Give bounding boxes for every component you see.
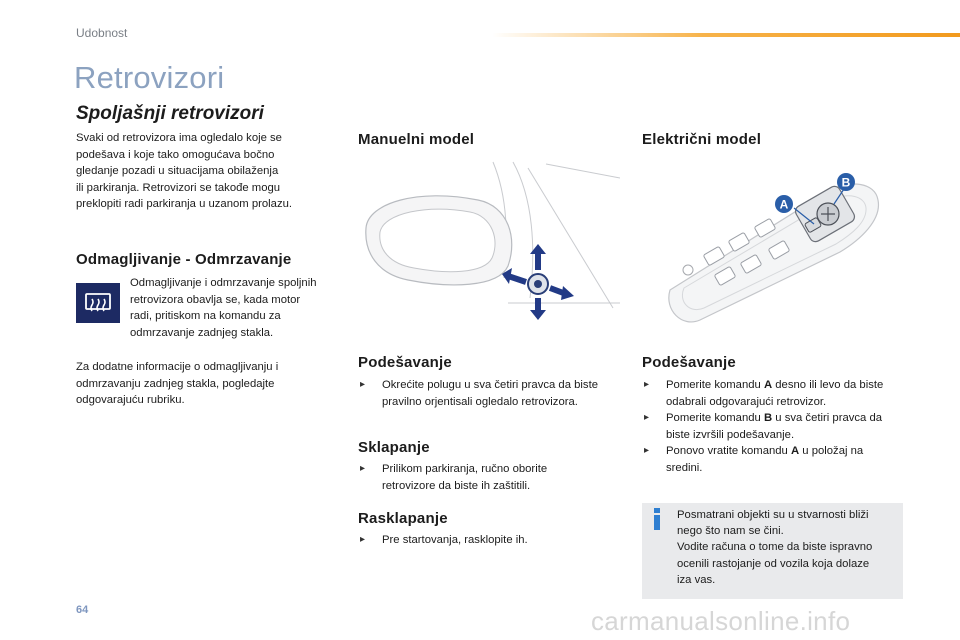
bullet-line: sredini.: [666, 461, 703, 474]
manual-adjust-bullet: ▸ Okrećite polugu u sva četiri pravca da…: [360, 377, 630, 410]
bullet-arrow-icon: ▸: [644, 412, 650, 423]
defrost-line: odmrzavanje zadnjeg stakla.: [130, 326, 274, 339]
bullet-line: Prilikom parkiranja, ručno oborite: [382, 463, 548, 475]
bullet-bold: A: [790, 445, 800, 457]
label-a: A: [780, 198, 789, 212]
bullet-bold: A: [763, 379, 773, 391]
header-accent-line: [492, 33, 960, 37]
electric-adjust-heading: Podešavanje: [642, 354, 736, 371]
page-title: Retrovizori: [74, 60, 225, 95]
intro-paragraph: Svaki od retrovizora ima ogledalo koje s…: [76, 130, 326, 213]
section-label: Udobnost: [76, 26, 128, 40]
more-info-line: odmrzavanju zadnjeg stakla, pogledajte: [76, 377, 275, 390]
more-info-paragraph: Za dodatne informacije o odmagljivanju i…: [76, 359, 326, 409]
info-icon: [654, 508, 660, 530]
intro-line: podešava i koje tako omogućava bočno: [76, 148, 275, 161]
info-line: nego što nam se čini.: [677, 525, 784, 538]
electric-control-illustration: A B: [668, 173, 880, 323]
defrost-line: retrovizora obavlja se, kada motor: [130, 293, 301, 306]
bullet-arrow-icon: ▸: [360, 463, 366, 474]
manual-model-heading: Manuelni model: [358, 131, 475, 148]
bullet-text: Pomerite komandu: [666, 412, 764, 424]
bullet-line: retrovizore da biste ih zaštitili.: [382, 479, 531, 492]
bullet-line: Okrećite polugu u sva četiri pravca da b…: [382, 379, 599, 391]
more-info-line: odgovarajuću rubriku.: [76, 394, 185, 406]
bullet-arrow-icon: ▸: [360, 379, 366, 390]
defrost-text: Odmagljivanje i odmrzavanje spoljnih ret…: [130, 275, 345, 341]
bullet-text: Ponovo vratite komandu: [666, 445, 791, 457]
electric-model-heading: Električni model: [642, 131, 762, 148]
intro-line: ili parkiranja. Retrovizori se takođe mo…: [76, 181, 281, 194]
manual-mirror-illustration: [365, 161, 620, 320]
bullet-text: desno ili levo da biste: [772, 379, 884, 391]
bullet-line: Pre startovanja, rasklopite ih.: [382, 534, 528, 546]
defrost-line: Odmagljivanje i odmrzavanje spoljnih: [130, 277, 317, 289]
info-line: Posmatrani objekti su u stvarnosti bliži: [677, 509, 869, 521]
bullet-text: u položaj na: [799, 445, 864, 457]
unfold-bullet: ▸ Pre startovanja, rasklopite ih.: [360, 532, 630, 549]
intro-line: preklopiti radi parkiranja u uzanom prol…: [76, 198, 293, 210]
page-number: 64: [76, 604, 89, 616]
bullet-line: odabrali odgovarajući retrovizor.: [666, 395, 827, 408]
intro-line: Svaki od retrovizora ima ogledalo koje s…: [76, 132, 282, 144]
more-info-line: Za dodatne informacije o odmagljivanju i: [76, 361, 279, 373]
info-text: Posmatrani objekti su u stvarnosti bliži…: [677, 507, 899, 588]
info-line: iza vas.: [677, 573, 716, 586]
bullet-arrow-icon: ▸: [360, 534, 366, 545]
fold-bullet: ▸ Prilikom parkiranja, ručno oborite ret…: [360, 461, 630, 494]
unfold-heading: Rasklapanje: [358, 510, 448, 527]
intro-line: gledanje pozadi u situacijama obilaženja: [76, 165, 279, 177]
watermark: carmanualsonline.info: [591, 606, 851, 636]
defrost-line: radi, pritiskom na komandu za: [130, 310, 281, 322]
bullet-bold: B: [763, 412, 773, 424]
info-line: ocenili rastojanje od vozila koja dolaze: [677, 557, 870, 570]
bullet-item: ▸ Pomerite komandu B u sva četiri pravca…: [644, 410, 914, 443]
electric-adjust-bullets: ▸ Pomerite komandu A desno ili levo da b…: [644, 377, 914, 476]
manual-adjust-heading: Podešavanje: [358, 354, 452, 371]
bullet-arrow-icon: ▸: [644, 445, 650, 456]
bullet-text: Pomerite komandu: [666, 379, 764, 391]
main-heading: Spoljašnji retrovizori: [76, 103, 264, 124]
fold-heading: Sklapanje: [358, 439, 430, 456]
bullet-item: ▸ Ponovo vratite komandu A u položaj na …: [644, 443, 914, 476]
info-line: Vodite računa o tome da biste ispravno: [677, 541, 873, 554]
bullet-line: biste izvršili podešavanje.: [666, 428, 795, 441]
defrost-heading: Odmagljivanje - Odmrzavanje: [76, 251, 292, 268]
info-box: [642, 503, 903, 599]
defrost-icon: [76, 283, 120, 323]
bullet-item: ▸ Pomerite komandu A desno ili levo da b…: [644, 377, 914, 410]
bullet-text: u sva četiri pravca da: [772, 412, 883, 424]
bullet-line: pravilno orjentisali ogledalo retrovizor…: [382, 395, 578, 408]
label-b: B: [842, 176, 851, 190]
bullet-arrow-icon: ▸: [644, 379, 650, 390]
